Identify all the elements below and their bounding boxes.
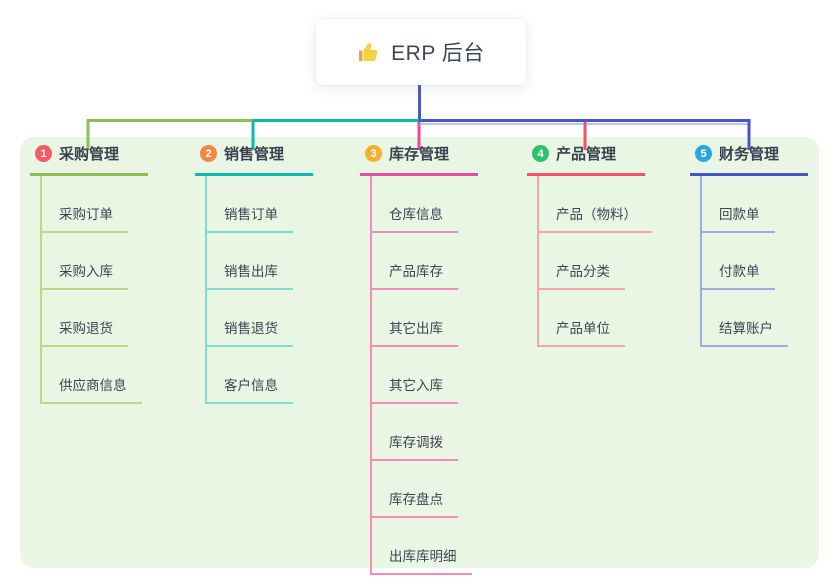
branch-label: 采购管理 bbox=[59, 146, 120, 163]
branch-item[interactable]: 回款单 bbox=[702, 176, 775, 233]
branch-label: 财务管理 bbox=[719, 146, 780, 163]
branch-items: 采购订单采购入库采购退货供应商信息 bbox=[40, 176, 148, 404]
branch-item[interactable]: 库存盘点 bbox=[372, 461, 458, 518]
branch-item[interactable]: 付款单 bbox=[702, 233, 775, 290]
branch-number-badge: 1 bbox=[35, 145, 52, 162]
branch-items: 回款单付款单结算账户 bbox=[700, 176, 808, 347]
branch-number-badge: 4 bbox=[532, 145, 549, 162]
branch-header[interactable]: 2 销售管理 bbox=[195, 143, 313, 176]
branch-item[interactable]: 客户信息 bbox=[207, 347, 293, 404]
branch-items: 产品（物料）产品分类产品单位 bbox=[537, 176, 652, 347]
branch-item[interactable]: 仓库信息 bbox=[372, 176, 458, 233]
branch-item[interactable]: 采购订单 bbox=[42, 176, 128, 233]
branch-item[interactable]: 采购退货 bbox=[42, 290, 128, 347]
branch-item[interactable]: 产品库存 bbox=[372, 233, 458, 290]
branch-item[interactable]: 结算账户 bbox=[702, 290, 788, 347]
branch-item[interactable]: 产品分类 bbox=[539, 233, 625, 290]
branch-label: 销售管理 bbox=[224, 146, 285, 163]
branch: 3 库存管理 仓库信息产品库存其它出库其它入库库存调拨库存盘点出库库明细 bbox=[360, 143, 478, 575]
root-node[interactable]: ERP 后台 bbox=[316, 19, 526, 85]
branch-item[interactable]: 出库库明细 bbox=[372, 518, 472, 575]
branch-item[interactable]: 产品单位 bbox=[539, 290, 625, 347]
branch: 2 销售管理 销售订单销售出库销售退货客户信息 bbox=[195, 143, 313, 404]
branch-item[interactable]: 产品（物料） bbox=[539, 176, 652, 233]
branch-header[interactable]: 3 库存管理 bbox=[360, 143, 478, 176]
branch-item[interactable]: 销售退货 bbox=[207, 290, 293, 347]
branch-item[interactable]: 其它入库 bbox=[372, 347, 458, 404]
branch-number-badge: 3 bbox=[365, 145, 382, 162]
branch: 1 采购管理 采购订单采购入库采购退货供应商信息 bbox=[30, 143, 148, 404]
branch-label: 库存管理 bbox=[389, 146, 450, 163]
branch-item[interactable]: 销售出库 bbox=[207, 233, 293, 290]
thumbs-up-icon bbox=[357, 40, 381, 64]
branch: 4 产品管理 产品（物料）产品分类产品单位 bbox=[527, 143, 652, 347]
branch-items: 仓库信息产品库存其它出库其它入库库存调拨库存盘点出库库明细 bbox=[370, 176, 478, 575]
branch-header[interactable]: 1 采购管理 bbox=[30, 143, 148, 176]
branch-header[interactable]: 5 财务管理 bbox=[690, 143, 808, 176]
branch-item[interactable]: 供应商信息 bbox=[42, 347, 142, 404]
branch-number-badge: 2 bbox=[200, 145, 217, 162]
branch-header[interactable]: 4 产品管理 bbox=[527, 143, 645, 176]
branch-item[interactable]: 库存调拨 bbox=[372, 404, 458, 461]
root-title: ERP 后台 bbox=[391, 42, 485, 65]
branch-item[interactable]: 其它出库 bbox=[372, 290, 458, 347]
branch-label: 产品管理 bbox=[556, 146, 617, 163]
branch-item[interactable]: 销售订单 bbox=[207, 176, 293, 233]
branch: 5 财务管理 回款单付款单结算账户 bbox=[690, 143, 808, 347]
branch-item[interactable]: 采购入库 bbox=[42, 233, 128, 290]
branches-panel bbox=[20, 137, 819, 568]
branch-number-badge: 5 bbox=[695, 145, 712, 162]
branch-items: 销售订单销售出库销售退货客户信息 bbox=[205, 176, 313, 404]
